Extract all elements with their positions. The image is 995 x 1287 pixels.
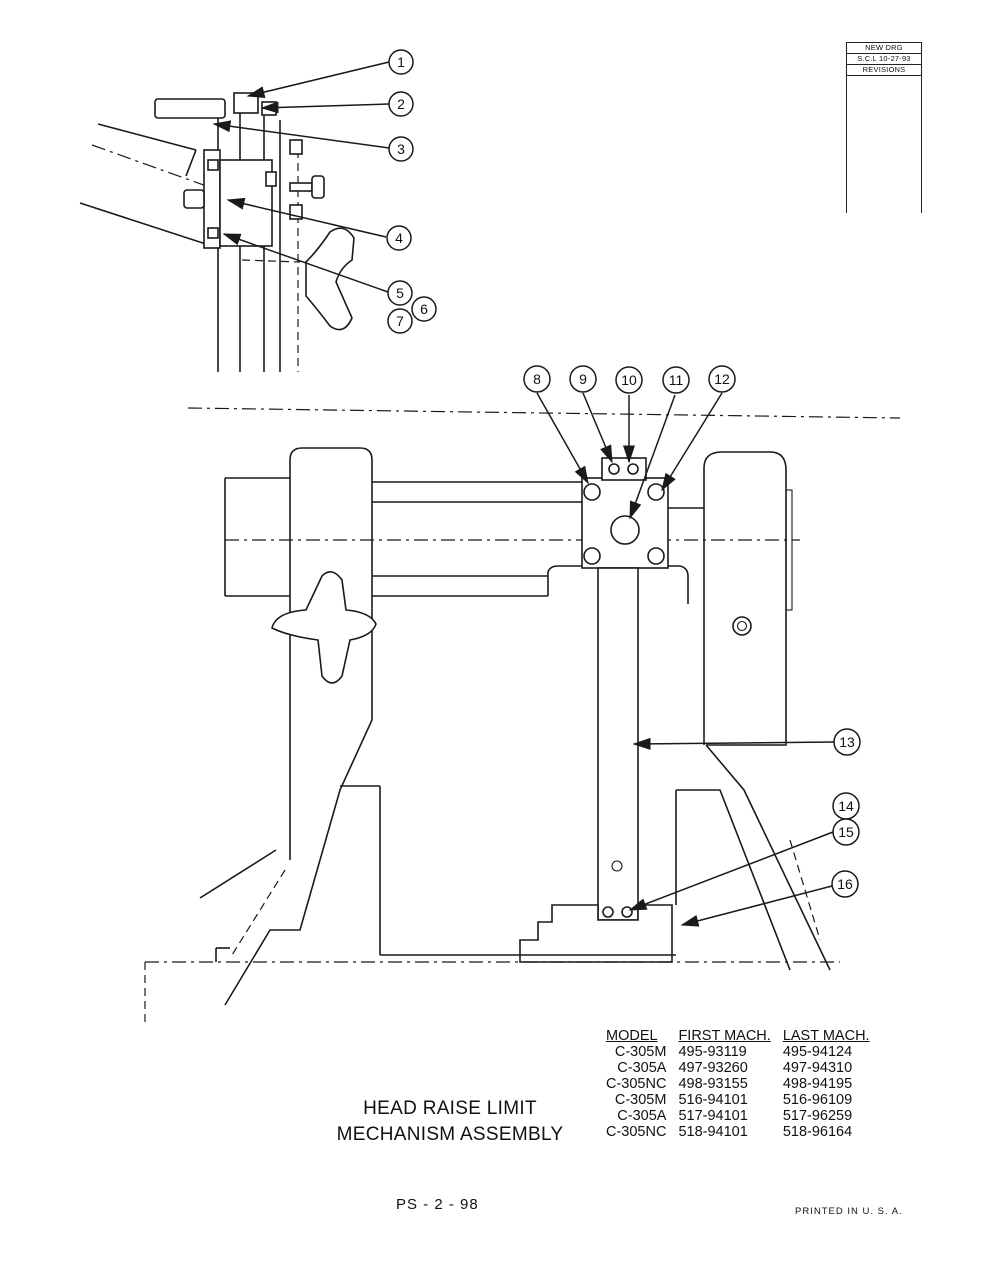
revision-block: NEW DRG S.C.L 10-27-93 REVISIONS [846, 42, 922, 213]
header-model: MODEL [606, 1028, 658, 1044]
svg-text:2: 2 [397, 96, 405, 112]
callout-3: 3 [388, 136, 414, 162]
cell-last: 495-94124 [782, 1044, 853, 1060]
table-row: C-305M 516-94101 516-96109 [600, 1092, 876, 1108]
table-header-row: MODEL FIRST MACH. LAST MACH. [600, 1028, 876, 1044]
cell-first: 518-94101 [678, 1124, 748, 1140]
svg-text:13: 13 [839, 734, 855, 750]
cell-last: 497-94310 [782, 1060, 853, 1076]
callout-4: 4 [386, 225, 412, 251]
table-row: C-305NC 498-93155 498-94195 [600, 1076, 876, 1092]
svg-text:10: 10 [621, 372, 637, 388]
callout-5: 5 [387, 280, 413, 306]
side-detail-view [79, 92, 355, 372]
cell-model: C-305A [617, 1108, 667, 1124]
callout-balloons: 1 2 3 4 5 6 7 8 9 10 11 12 13 14 15 16 [386, 49, 861, 898]
svg-text:14: 14 [838, 798, 854, 814]
cell-first: 498-93155 [678, 1076, 748, 1092]
printed-in-usa: PRINTED IN U. S. A. [795, 1206, 903, 1217]
callout-12: 12 [708, 365, 736, 393]
callout-8: 8 [523, 365, 551, 393]
header-first-mach: FIRST MACH. [678, 1028, 771, 1044]
callout-1: 1 [388, 49, 414, 75]
cell-last: 498-94195 [782, 1076, 853, 1092]
cell-first: 517-94101 [678, 1108, 748, 1124]
svg-text:6: 6 [420, 301, 428, 317]
table-row: C-305NC 518-94101 518-96164 [600, 1124, 876, 1140]
cell-model: C-305M [614, 1044, 667, 1060]
svg-text:5: 5 [396, 285, 404, 301]
table-row: C-305A 517-94101 517-96259 [600, 1108, 876, 1124]
svg-text:11: 11 [669, 372, 684, 388]
callout-13: 13 [833, 728, 861, 756]
title-line-1: HEAD RAISE LIMIT [363, 1098, 537, 1119]
callout-14: 14 [832, 792, 860, 820]
svg-text:15: 15 [838, 824, 854, 840]
page-number: PS - 2 - 98 [396, 1196, 479, 1213]
cell-last: 517-96259 [782, 1108, 853, 1124]
svg-text:1: 1 [397, 54, 405, 70]
callout-2: 2 [388, 91, 414, 117]
revision-new-drg: NEW DRG [847, 43, 921, 54]
callout-10: 10 [615, 366, 643, 394]
svg-text:4: 4 [395, 230, 403, 246]
cell-first: 497-93260 [678, 1060, 748, 1076]
table-row: C-305A 497-93260 497-94310 [600, 1060, 876, 1076]
cell-first: 516-94101 [678, 1092, 748, 1108]
title-line-2: MECHANISM ASSEMBLY [336, 1124, 564, 1145]
model-serial-table: MODEL FIRST MACH. LAST MACH. C-305M 495-… [600, 1028, 876, 1140]
cell-model: C-305A [617, 1060, 667, 1076]
cell-first: 495-93119 [678, 1044, 747, 1060]
callout-6: 6 [411, 296, 437, 322]
callout-15: 15 [832, 818, 860, 846]
callout-11: 11 [662, 366, 690, 394]
leader-lines [212, 61, 835, 927]
cell-model: C-305NC [606, 1124, 667, 1140]
cell-model: C-305NC [606, 1076, 667, 1092]
cell-last: 518-96164 [782, 1124, 853, 1140]
svg-text:8: 8 [533, 371, 541, 387]
header-last-mach: LAST MACH. [782, 1028, 870, 1044]
svg-text:16: 16 [837, 876, 853, 892]
callout-7: 7 [387, 308, 413, 334]
cell-last: 516-96109 [782, 1092, 853, 1108]
svg-text:3: 3 [397, 141, 405, 157]
cell-model: C-305M [614, 1092, 667, 1108]
drawing-title: HEAD RAISE LIMIT MECHANISM ASSEMBLY [330, 1096, 570, 1148]
revision-date: S.C.L 10-27-93 [847, 54, 921, 65]
revision-label: REVISIONS [847, 65, 921, 76]
table-row: C-305M 495-93119 495-94124 [600, 1044, 876, 1060]
svg-text:7: 7 [396, 313, 404, 329]
callout-16: 16 [831, 870, 859, 898]
callout-9: 9 [569, 365, 597, 393]
svg-text:9: 9 [579, 371, 587, 387]
svg-text:12: 12 [714, 371, 730, 387]
front-view [144, 407, 901, 1025]
